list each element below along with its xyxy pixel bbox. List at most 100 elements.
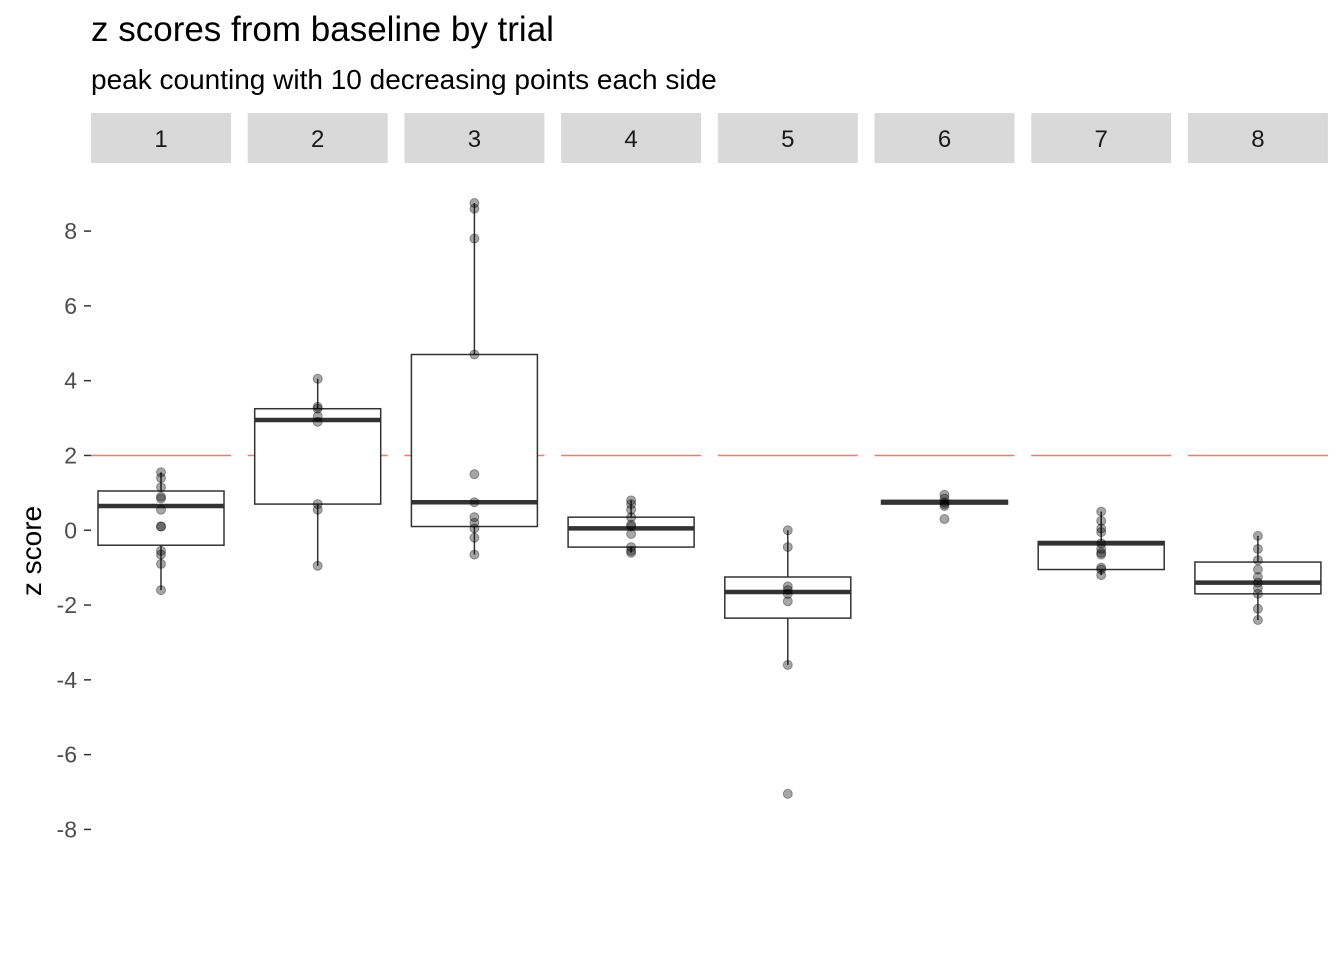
facet-strip — [247, 113, 388, 163]
data-point — [626, 529, 637, 539]
data-point — [1096, 570, 1107, 581]
data-point — [782, 581, 793, 592]
y-tick-label: 6 — [64, 293, 77, 319]
y-tick-label: -4 — [57, 667, 78, 693]
y-tick-label: 4 — [64, 368, 77, 394]
data-point — [626, 495, 637, 506]
data-point — [469, 523, 480, 534]
data-point — [626, 545, 637, 556]
y-tick-label: -2 — [57, 592, 77, 618]
box — [97, 490, 225, 546]
data-point — [626, 499, 637, 510]
data-point — [469, 512, 480, 523]
data-point — [1096, 549, 1107, 560]
data-point — [939, 493, 950, 504]
data-point — [1252, 555, 1263, 566]
facet-strip — [561, 113, 702, 163]
data-point — [156, 521, 166, 532]
facet-strip-label: 8 — [1251, 126, 1264, 153]
data-point — [469, 349, 480, 360]
data-point — [626, 512, 637, 523]
facet-strip — [1031, 113, 1172, 163]
data-point — [1096, 564, 1107, 575]
data-point — [1252, 583, 1263, 594]
data-point — [626, 542, 637, 553]
data-point — [626, 547, 637, 558]
box — [410, 353, 539, 528]
data-point — [1252, 588, 1263, 599]
data-point — [156, 545, 166, 556]
data-point — [626, 521, 637, 532]
data-point — [156, 585, 166, 596]
data-point — [469, 469, 480, 480]
data-point — [312, 403, 323, 414]
data-point — [626, 519, 637, 530]
data-point — [469, 198, 480, 209]
facet-strip — [404, 113, 545, 163]
data-point — [156, 504, 166, 515]
data-point — [312, 411, 323, 422]
data-point — [1096, 547, 1107, 558]
data-point — [469, 497, 480, 508]
data-point — [312, 401, 323, 412]
facet-strip — [1187, 113, 1328, 163]
data-point — [312, 560, 323, 571]
facet-strip-label: 7 — [1095, 126, 1108, 153]
facet-strip-label: 5 — [781, 126, 794, 153]
data-point — [939, 499, 950, 510]
data-point — [469, 532, 480, 543]
box — [724, 576, 852, 619]
facet-strip-label: 6 — [938, 126, 951, 153]
y-tick-label: 2 — [64, 442, 77, 468]
chart-title: z scores from baseline by trial — [91, 10, 554, 49]
data-point — [312, 416, 323, 427]
data-point — [312, 373, 323, 384]
data-point — [1252, 530, 1263, 541]
data-point — [939, 514, 950, 525]
data-point — [1096, 523, 1107, 534]
data-point — [939, 497, 950, 508]
data-point — [782, 585, 793, 596]
data-point — [1096, 506, 1107, 517]
data-point — [1252, 572, 1263, 583]
facet-strip-label: 1 — [154, 126, 167, 153]
box — [567, 516, 695, 548]
facet-strip-label: 4 — [624, 126, 637, 153]
data-point — [1252, 603, 1263, 614]
data-point — [156, 521, 166, 532]
data-point — [156, 558, 166, 569]
facet-strip — [91, 113, 231, 163]
data-point — [626, 504, 637, 515]
data-point — [1252, 564, 1263, 575]
data-point — [469, 203, 480, 214]
data-point — [312, 504, 323, 515]
y-tick-label: 8 — [64, 218, 77, 244]
data-point — [782, 542, 793, 553]
facet-strip — [717, 113, 858, 163]
data-point — [312, 499, 323, 510]
data-point — [939, 489, 950, 500]
data-point — [1252, 543, 1263, 554]
data-point — [782, 659, 793, 670]
facet-strip-label: 2 — [311, 126, 324, 153]
y-tick-label: -8 — [57, 816, 77, 842]
data-point — [1252, 615, 1263, 626]
data-point — [782, 525, 793, 536]
y-tick-label: 0 — [64, 517, 77, 543]
data-point — [1096, 562, 1107, 573]
data-point — [782, 788, 793, 799]
data-point — [939, 500, 950, 511]
data-point — [156, 472, 166, 483]
y-tick-label: -6 — [57, 742, 77, 768]
data-point — [156, 491, 166, 502]
data-point — [1096, 538, 1107, 549]
data-point — [156, 482, 166, 493]
facet-strip — [874, 113, 1015, 163]
data-point — [1252, 577, 1263, 588]
data-point — [156, 467, 166, 478]
data-point — [782, 596, 793, 607]
box — [253, 407, 382, 505]
facet-strip-label: 3 — [468, 126, 481, 153]
chart-subtitle: peak counting with 10 decreasing points … — [91, 64, 717, 95]
